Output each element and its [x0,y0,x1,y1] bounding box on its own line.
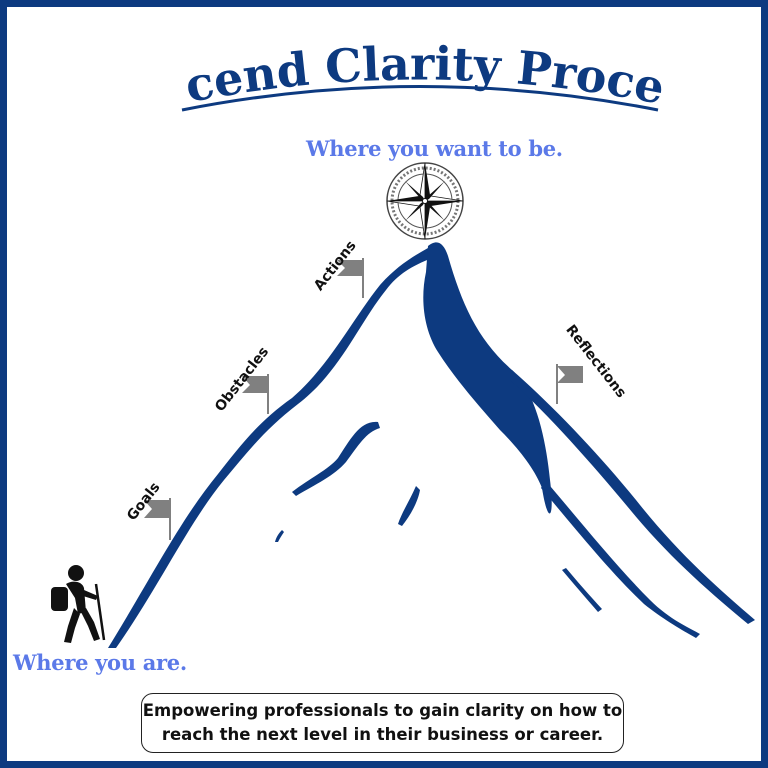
tagline-box: Empowering professionals to gain clarity… [141,693,624,753]
hiker-icon [51,565,106,643]
tagline-line-2: reach the next level in their business o… [161,725,604,744]
mountain-summit-face [423,242,552,514]
mountain-shade-3 [275,530,284,542]
mountain-shade-1 [292,421,380,496]
title-underline [181,85,659,112]
flag-icon [337,258,364,298]
mountain-right-ridge [510,370,755,624]
destination-label: Where you want to be. [306,136,563,161]
flag-icon [242,374,269,414]
page-title: Ascend Clarity Process [0,0,669,115]
mountain-shade-2 [398,486,420,526]
compass-rose-icon [386,162,464,240]
mountain-left-ridge [108,248,432,648]
mountain-inner-ridge [541,480,700,638]
mountain-shade-4 [562,568,602,612]
tagline-line-1: Empowering professionals to gain clarity… [142,701,623,720]
start-label: Where you are. [13,650,187,675]
flag-icon [144,498,171,540]
flag-icon [556,364,583,404]
